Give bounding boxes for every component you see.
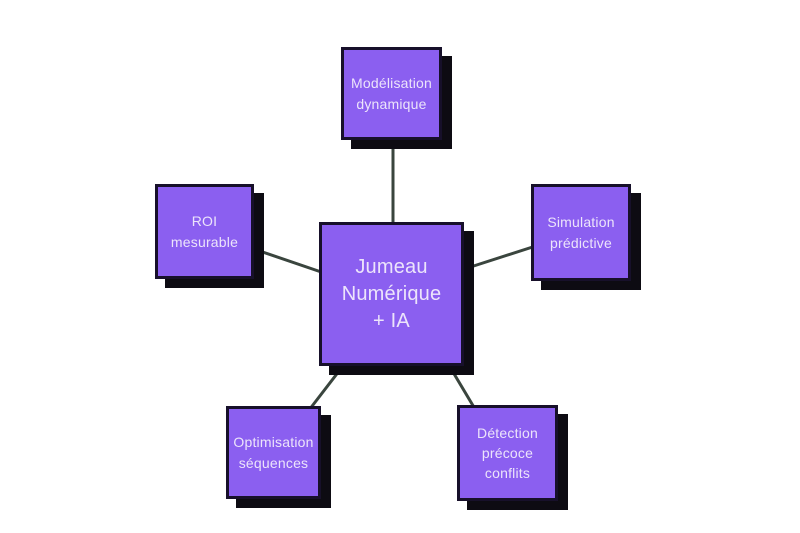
connector-center-to-left <box>243 244 332 277</box>
node-modelisation-dynamique: Modélisation dynamique <box>341 47 442 140</box>
node-detection-precoce-conflits-label: Détection précoce conflits <box>477 424 538 482</box>
node-simulation-predictive: Simulation prédictive <box>531 184 631 281</box>
connector-center-to-top-right <box>453 241 547 274</box>
node-simulation-predictive-label: Simulation prédictive <box>547 214 615 251</box>
node-optimisation-sequences-label: Optimisation séquences <box>233 434 314 471</box>
node-jumeau-numerique-ia-label: Jumeau Numérique + IA <box>341 255 442 332</box>
node-detection-precoce-conflits: Détection précoce conflits <box>457 405 558 501</box>
node-jumeau-numerique-ia: Jumeau Numérique + IA <box>319 222 464 366</box>
node-optimisation-sequences: Optimisation séquences <box>226 406 321 499</box>
connector-center-to-bottom-left <box>304 360 348 416</box>
node-modelisation-dynamique-label: Modélisation dynamique <box>351 75 432 112</box>
node-roi-mesurable: ROI mesurable <box>155 184 254 279</box>
node-roi-mesurable-label: ROI mesurable <box>170 213 239 250</box>
